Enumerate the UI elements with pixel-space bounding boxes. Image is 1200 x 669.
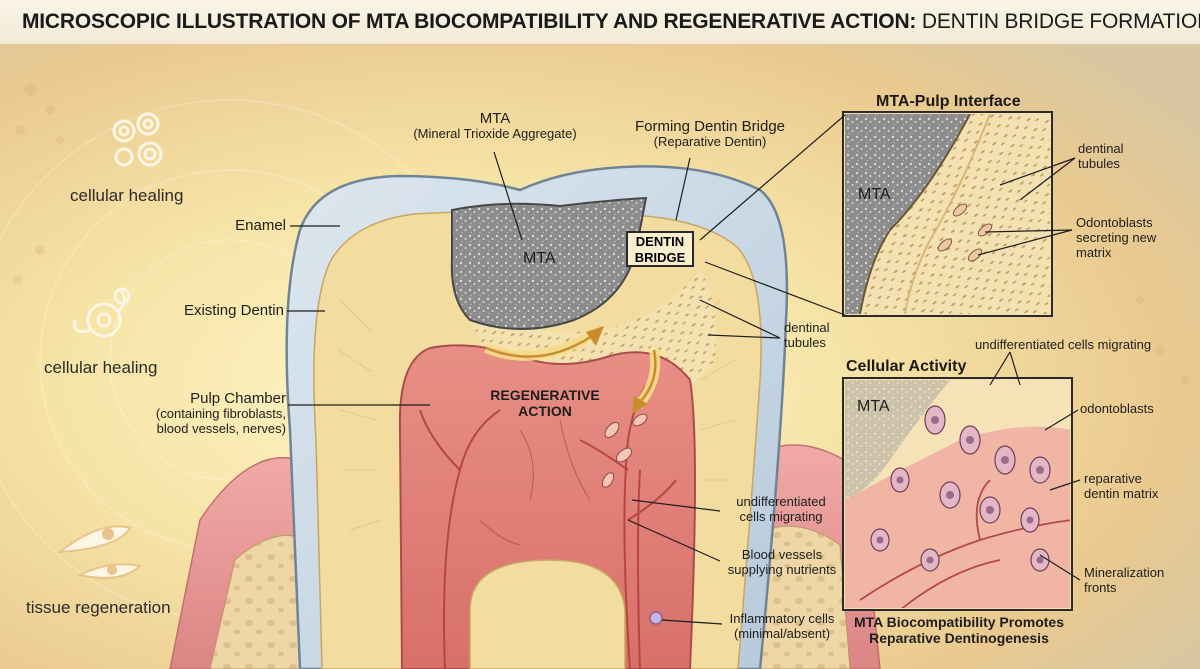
- pulp-chamber-sub2: blood vessels, nerves): [156, 421, 286, 437]
- dentinal-tubules-line1: dentinal: [784, 320, 830, 335]
- cellular-panel-title: Cellular Activity: [846, 358, 967, 375]
- pulp-chamber-label: Pulp Chamber (containing fibroblasts, bl…: [120, 390, 286, 437]
- side-label-cellular-healing-1: cellular healing: [70, 186, 184, 205]
- cellular-fronts-line2: fronts: [1084, 579, 1117, 595]
- interface-odonto-line1: Odontoblasts: [1076, 215, 1153, 230]
- title-bar: MICROSCOPIC ILLUSTRATION OF MTA BIOCOMPA…: [0, 0, 1200, 45]
- interface-panel-title: MTA-Pulp Interface: [876, 93, 1021, 110]
- blood-vessels-line2: supplying nutrients: [727, 561, 837, 577]
- pulp-chamber-sub1: (containing fibroblasts,: [155, 406, 286, 422]
- interface-odonto-line2: secreting new: [1076, 229, 1157, 245]
- cellular-odontoblasts-label: odontoblasts: [1080, 401, 1154, 416]
- interface-odonto-line3: matrix: [1076, 244, 1112, 260]
- existing-dentin-label: Existing Dentin: [183, 302, 284, 319]
- title-light-text: DENTIN BRIDGE FORMATION: [921, 10, 1200, 33]
- side-label-tissue-regeneration: tissue regeneration: [26, 598, 171, 617]
- cellular-matrix-label: reparative dentin matrix: [1084, 471, 1159, 502]
- cellular-matrix-line1: reparative: [1084, 471, 1142, 486]
- forming-bridge-title: Forming Dentin Bridge: [634, 118, 786, 135]
- cellular-migrating-label: undifferentiated cells migrating: [975, 337, 1152, 352]
- dentin-bridge-line1: DENTIN: [635, 234, 685, 249]
- interface-odontoblasts-label: Odontoblasts secreting new matrix: [1076, 215, 1157, 261]
- page-title: MICROSCOPIC ILLUSTRATION OF MTA BIOCOMPA…: [22, 10, 1200, 34]
- forming-bridge-label: Forming Dentin Bridge (Reparative Dentin…: [610, 118, 810, 150]
- inflammatory-cells-label: Inflammatory cells (minimal/absent): [718, 611, 846, 642]
- inflammatory-line2: (minimal/absent): [733, 625, 831, 641]
- interface-tubules-line2: tubules: [1078, 155, 1120, 171]
- side-label-cellular-healing-2: cellular healing: [44, 358, 158, 377]
- cellular-caption-line2: Reparative Dentinogenesis: [869, 630, 1049, 647]
- enamel-label: Enamel: [235, 217, 286, 234]
- mta-label: MTA (Mineral Trioxide Aggregate): [400, 110, 590, 142]
- mta-center-label: MTA: [523, 250, 556, 267]
- mta-label-title: MTA: [479, 110, 511, 127]
- cellular-fronts-label: Mineralization fronts: [1084, 565, 1165, 596]
- dentin-bridge-line2: BRIDGE: [634, 250, 686, 265]
- interface-tubules-label: dentinal tubules: [1078, 141, 1124, 172]
- blood-vessels-line1: Blood vessels: [741, 547, 823, 562]
- mta-label-subtitle: (Mineral Trioxide Aggregate): [413, 126, 577, 142]
- undifferentiated-cells-label: undifferentiated cells migrating: [722, 494, 840, 525]
- cellular-mta-label: MTA: [857, 398, 890, 415]
- cellular-matrix-line2: dentin matrix: [1084, 485, 1159, 501]
- title-bold-text: MICROSCOPIC ILLUSTRATION OF MTA BIOCOMPA…: [22, 10, 917, 33]
- cellular-fronts-line1: Mineralization: [1084, 565, 1165, 580]
- dentin-bridge-badge: DENTIN BRIDGE: [626, 231, 694, 267]
- inflammatory-line1: Inflammatory cells: [729, 611, 835, 626]
- dentinal-tubules-label: dentinal tubules: [784, 320, 830, 351]
- regenerative-line2: ACTION: [518, 403, 572, 420]
- interface-mta-label: MTA: [858, 186, 891, 203]
- spindle-cells-icon: [56, 525, 143, 579]
- regenerative-line1: REGENERATIVE: [490, 387, 600, 403]
- regenerative-action-label: REGENERATIVE ACTION: [470, 387, 620, 419]
- interface-tubules-line1: dentinal: [1078, 141, 1124, 156]
- cell-connection-icon: [73, 287, 131, 338]
- undifferentiated-line1: undifferentiated: [736, 494, 826, 509]
- undifferentiated-line2: cells migrating: [739, 508, 823, 524]
- forming-bridge-subtitle: (Reparative Dentin): [653, 134, 767, 150]
- pulp-chamber-title: Pulp Chamber: [190, 390, 286, 407]
- cells-cluster-icon: [112, 112, 163, 167]
- dentinal-tubules-line2: tubules: [784, 334, 826, 350]
- cellular-caption-line1: MTA Biocompatibility Promotes: [853, 614, 1064, 630]
- blood-vessels-label: Blood vessels supplying nutrients: [718, 547, 846, 578]
- cellular-panel-caption: MTA Biocompatibility Promotes Reparative…: [848, 614, 1070, 646]
